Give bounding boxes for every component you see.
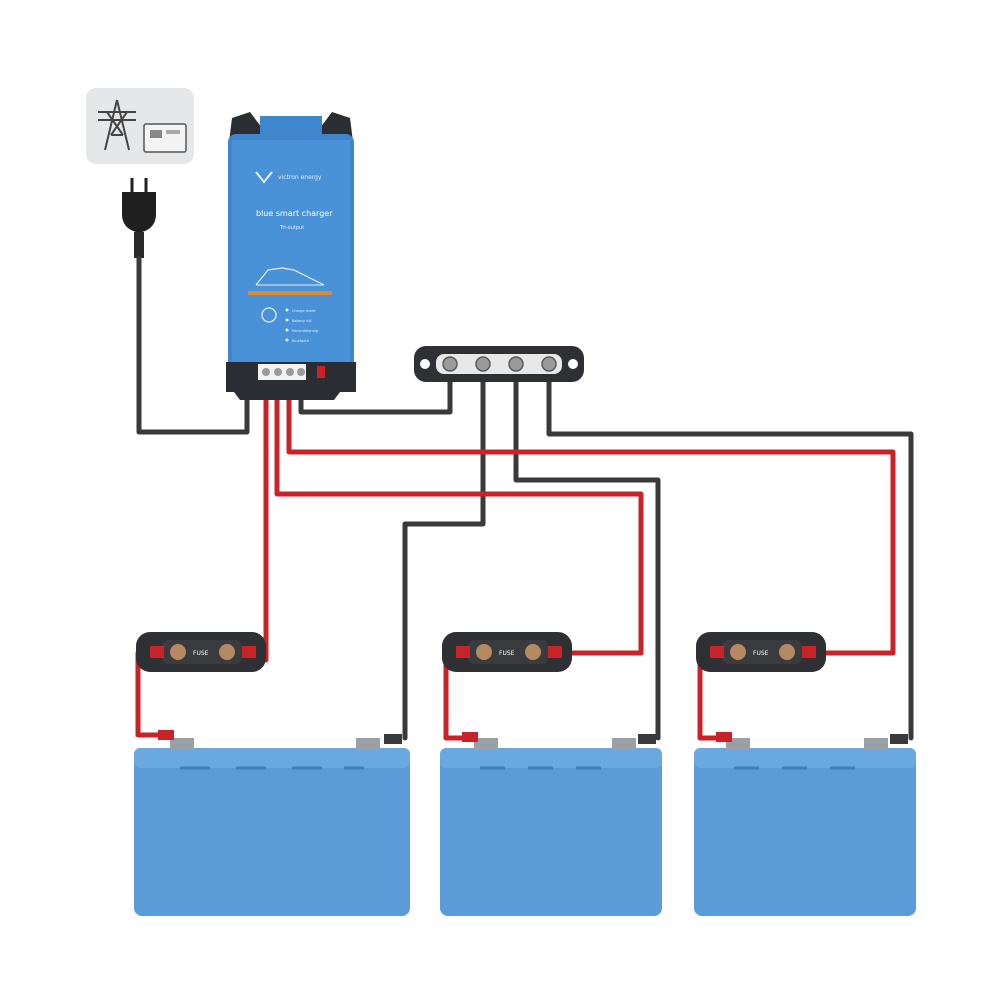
positive-wire-output-2 bbox=[274, 379, 644, 656]
battery-1-negative-terminal bbox=[356, 734, 402, 750]
fuse-label-3: FUSE bbox=[753, 650, 769, 657]
meter-icon bbox=[143, 123, 187, 153]
brand-text: victron energy bbox=[278, 174, 322, 181]
battery-2 bbox=[440, 732, 662, 916]
fuse-holder-2: FUSE bbox=[442, 632, 572, 672]
power-pylon-icon bbox=[98, 99, 136, 151]
blue-smart-charger: victron energy blue smart charger Tri-ou… bbox=[226, 112, 356, 400]
indicator-label-4: Bluetooth bbox=[292, 339, 309, 343]
battery-2-positive-terminal bbox=[462, 732, 498, 750]
power-switch bbox=[317, 366, 325, 378]
battery-2-negative-terminal bbox=[612, 734, 656, 750]
positive-wire-output-3 bbox=[286, 379, 896, 656]
fuse-holder-3: FUSE bbox=[696, 632, 826, 672]
indicator-label-2: Battery full bbox=[292, 319, 311, 323]
mains-plug-icon bbox=[122, 178, 156, 258]
battery-3-positive-terminal bbox=[716, 732, 750, 750]
model-text: blue smart charger bbox=[256, 209, 333, 218]
battery-1 bbox=[134, 730, 410, 916]
fuse-label-2: FUSE bbox=[499, 650, 515, 657]
model-subtitle: Tri-output bbox=[279, 225, 304, 231]
wires bbox=[135, 255, 914, 741]
indicator-label-3: Reconditioning bbox=[292, 329, 318, 333]
negative-wire-battery-2 bbox=[513, 375, 661, 741]
busbar-studs bbox=[442, 356, 557, 372]
battery-3 bbox=[694, 732, 916, 916]
battery-3-negative-terminal bbox=[864, 734, 908, 750]
fuse-holder-1: FUSE bbox=[136, 632, 266, 672]
mains-source bbox=[86, 88, 194, 258]
output-terminals bbox=[258, 364, 306, 380]
negative-busbar bbox=[414, 346, 584, 382]
indicator-label-1: Charge mode bbox=[292, 309, 316, 313]
mains-cable bbox=[136, 255, 250, 435]
negative-wire-battery-3 bbox=[546, 375, 914, 741]
victron-logo: victron energy bbox=[255, 171, 322, 184]
fuse-label-1: FUSE bbox=[193, 650, 209, 657]
battery-1-positive-terminal bbox=[158, 730, 194, 750]
